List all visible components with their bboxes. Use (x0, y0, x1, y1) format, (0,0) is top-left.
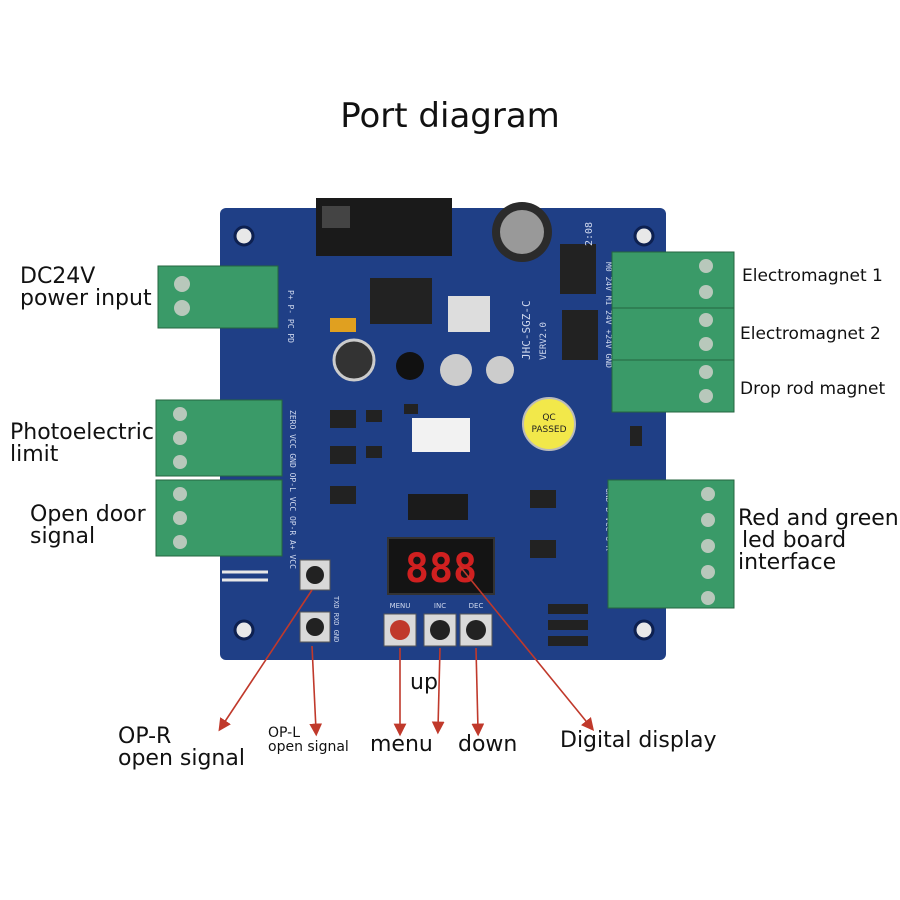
smd-components (330, 404, 642, 646)
label-electromagnet1: Electromagnet 1 (742, 266, 883, 286)
button-inc (423, 613, 457, 647)
display-digits: 888 (405, 546, 477, 592)
uart-silk: TXD RXD GND (332, 596, 340, 642)
page-title: Port diagram (340, 96, 560, 136)
button-op-l (299, 611, 331, 643)
code-silk: 2:08 (584, 222, 595, 246)
power-pins-silk: P+ P- PC PD (286, 290, 295, 343)
button-menu (383, 613, 417, 647)
top-right-pins-silk: M0 24V M1 24V +24V GND (604, 262, 613, 368)
qc-text-1: QC (542, 413, 555, 423)
silk-dec: DEC (469, 602, 484, 610)
terminal-drop-rod (611, 359, 735, 413)
terminal-dc24v (157, 265, 279, 329)
silk-menu: MENU (390, 602, 411, 610)
label-down: down (458, 732, 518, 757)
qc-sticker (522, 397, 576, 451)
terminal-electromagnet2 (611, 307, 735, 361)
terminal-electromagnet1 (611, 251, 735, 309)
capacitor (332, 338, 376, 382)
button-dec (459, 613, 493, 647)
label-up: up (410, 670, 438, 695)
label-digital-display: Digital display (560, 728, 717, 753)
label-electromagnet2: Electromagnet 2 (740, 324, 881, 344)
version-silk: VERV2.0 (539, 322, 549, 360)
terminal-photoelectric (155, 399, 283, 477)
annotation-arrows (218, 563, 595, 737)
terminal-led-board (607, 479, 735, 609)
qc-text-2: PASSED (531, 425, 566, 435)
qc-label-bg (412, 418, 470, 452)
main-ic (408, 494, 468, 520)
left-pins-silk: ZERO VCC GND OP-L VCC OP-R A+ VCC (288, 410, 297, 569)
label-menu: menu (370, 732, 433, 757)
silk-inc: INC (434, 602, 446, 610)
model-silk: JHC-SGZ-C (520, 300, 533, 360)
label-drop-rod: Drop rod magnet (740, 379, 886, 399)
mounting-holes (233, 225, 655, 641)
terminal-open-door (155, 479, 283, 557)
digital-display (387, 537, 495, 595)
button-op-r (299, 559, 331, 591)
regulator-chip (370, 278, 432, 324)
